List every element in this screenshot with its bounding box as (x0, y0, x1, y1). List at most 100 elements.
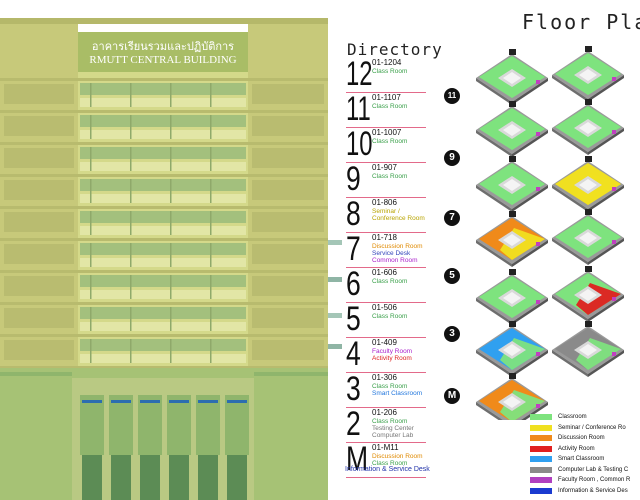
floor-divider (346, 232, 426, 233)
legend-item: Information & Service Des (530, 487, 640, 496)
floor-number: 11 (346, 90, 371, 128)
room-type-label: Class Room (372, 383, 408, 390)
floor-divider (346, 302, 426, 303)
floor-plan-diagrams (476, 46, 624, 420)
building-sign-thai: อาคารเรียนรวมและปฏิบัติการ (92, 40, 234, 53)
legend-swatch (530, 424, 552, 431)
floor-badge-7: 7 (444, 210, 460, 226)
floor-divider (346, 372, 426, 373)
floor-plan-diagram (552, 266, 624, 322)
directory-title: Directory (347, 40, 443, 59)
legend-swatch (530, 477, 552, 483)
floor-badge-11: 11 (444, 88, 460, 104)
room-code: 01-1007 (372, 128, 402, 137)
floor-plan-diagram (476, 321, 548, 377)
room-type-label: Faculty Room (372, 348, 413, 355)
legend-label: Discussion Room (558, 435, 605, 441)
room-code: 01-506 (372, 303, 397, 312)
legend-item: Smart Classroom (530, 455, 640, 464)
room-code: 01-606 (372, 268, 397, 277)
legend-item: Seminar / Conference Ro (530, 424, 640, 433)
floor-plan-diagram (476, 211, 548, 267)
legend-item: Classroom (530, 413, 640, 422)
floor-plan-diagram (476, 373, 548, 420)
floor-divider (346, 92, 426, 93)
floor-number: 10 (346, 125, 373, 163)
floor-plan-diagram (476, 269, 548, 325)
room-type-label: Class Room (372, 173, 408, 180)
room-code: 01-907 (372, 163, 397, 172)
legend-swatch (530, 456, 552, 462)
information-desk-label: Information & Service Desk (345, 466, 430, 473)
legend-label: Faculty Room , Common R (558, 477, 631, 483)
floor-plan-diagram (476, 156, 548, 212)
room-type-label: Discussion Room (372, 243, 423, 250)
floor-plan-diagram (552, 99, 624, 155)
building-illustration: อาคารเรียนรวมและปฏิบัติการ RMUTT CENTRAL… (0, 18, 342, 500)
floor-divider (346, 267, 426, 268)
floor-number: 7 (346, 230, 361, 268)
floor-number: 12 (346, 55, 373, 93)
room-type-label: Class Room (372, 313, 408, 320)
floor-plan-diagram (552, 156, 624, 212)
floor-plan-diagram (552, 209, 624, 265)
floor-number: 6 (346, 265, 361, 303)
floor-divider (346, 477, 426, 478)
building-sign-english: RMUTT CENTRAL BUILDING (89, 54, 236, 66)
room-type-label: Class Room (372, 68, 408, 75)
floor-number: 4 (346, 335, 361, 373)
room-code: 01-1107 (372, 93, 401, 102)
room-type-label: Common Room (372, 257, 418, 264)
room-type-label: Activity Room (372, 355, 412, 362)
room-code: 01-718 (372, 233, 397, 242)
room-code: 01-1204 (372, 58, 402, 67)
room-type-label: Seminar / (372, 208, 400, 215)
room-type-label: Service Desk (372, 250, 411, 257)
floor-divider (346, 127, 426, 128)
floor-divider (346, 407, 426, 408)
room-type-label: Smart Classroom (372, 390, 423, 397)
legend-swatch (530, 414, 552, 420)
floor-number: M (346, 440, 369, 478)
legend-swatch (530, 435, 552, 441)
floor-number: 3 (346, 370, 361, 408)
legend-item: Activity Room (530, 445, 640, 454)
floor-divider (346, 442, 426, 443)
legend-label: Information & Service Des (558, 487, 628, 494)
room-code: 01-806 (372, 198, 397, 207)
floor-plan-diagram (552, 321, 624, 377)
room-type-label: Conference Room (372, 215, 425, 222)
room-code: 01-M11 (372, 443, 399, 452)
legend-item: Computer Lab & Testing C (530, 466, 640, 475)
room-code: 01-306 (372, 373, 397, 382)
legend-label: Seminar / Conference Ro (558, 424, 626, 431)
legend-item: Discussion Room (530, 434, 640, 443)
room-type-label: Class Room (372, 278, 408, 285)
floor-badge-5: 5 (444, 268, 460, 284)
floor-badge-m: M (444, 388, 460, 404)
room-type-label: Testing Center (372, 425, 414, 432)
room-type-label: Class Room (372, 103, 408, 110)
floor-divider (346, 162, 426, 163)
legend-label: Smart Classroom (558, 456, 605, 462)
room-code: 01-206 (372, 408, 397, 417)
legend-label: Activity Room (558, 445, 595, 452)
room-code: 01-409 (372, 338, 397, 347)
floor-plan-title: Floor Pla (522, 10, 640, 34)
floor-number: 9 (346, 160, 361, 198)
floor-number: 5 (346, 300, 361, 338)
floor-badge-3: 3 (444, 326, 460, 342)
floor-divider (346, 197, 426, 198)
room-type-label: Class Room (372, 460, 408, 467)
